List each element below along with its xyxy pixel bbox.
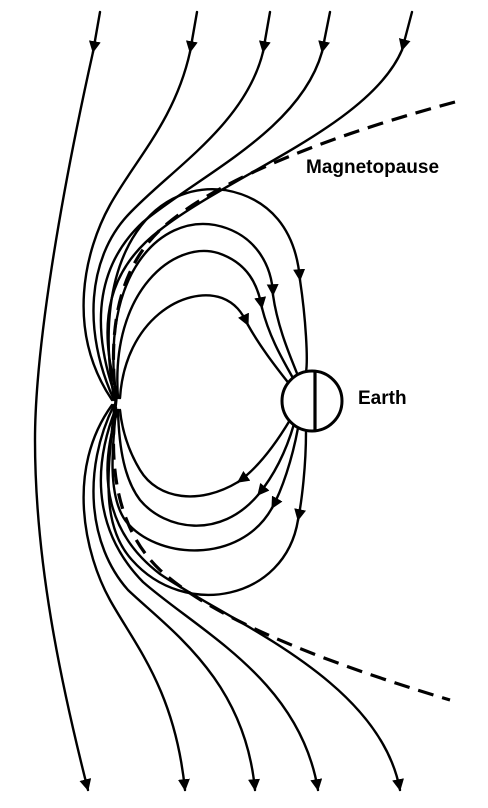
- dayside-field-lines-top: [109, 189, 307, 398]
- magnetopause-label: Magnetopause: [306, 157, 439, 179]
- draped-field-lines-bottom: [84, 405, 400, 790]
- outer-solar-wind-line: [35, 12, 100, 790]
- earth-icon: [282, 371, 342, 431]
- draped-field-lines-top: [84, 12, 412, 400]
- dayside-field-lines-bottom: [108, 410, 306, 595]
- earth-label: Earth: [358, 388, 407, 410]
